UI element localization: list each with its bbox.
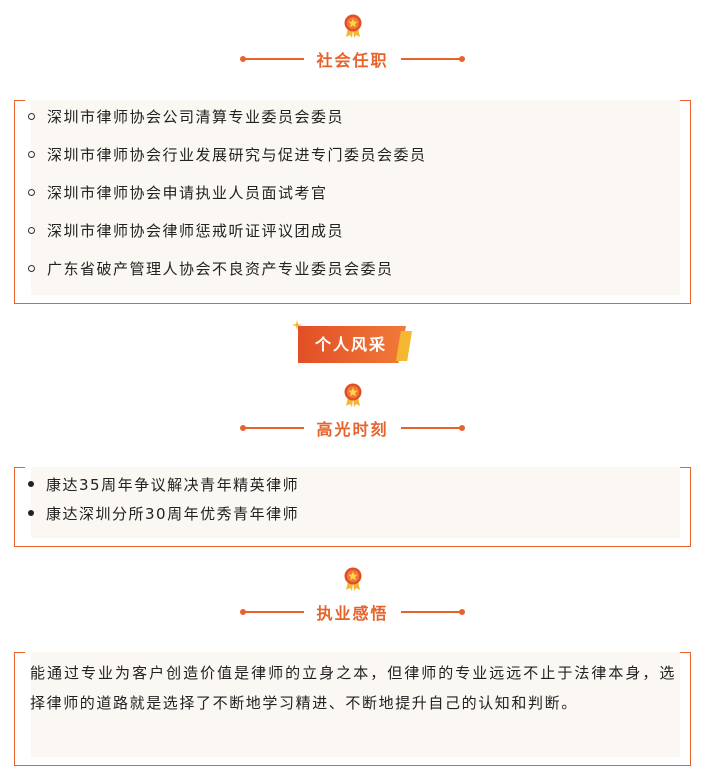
section-title-reflection: 执业感悟 [0,602,705,623]
list-item: 深圳市律师协会公司清算专业委员会委员 [28,106,427,126]
list-item: 康达深圳分所30周年优秀青年律师 [28,503,299,523]
section-title-highlights: 高光时刻 [0,418,705,439]
list-item: 深圳市律师协会律师惩戒听证评议团成员 [28,220,427,240]
personal-style-banner: 个人风采 [298,326,412,363]
box-background [31,100,680,295]
title-line-right [400,425,465,431]
box-background [31,467,680,538]
section-title-social: 社会任职 [0,49,705,70]
bullet-disc-icon [28,481,34,487]
section-title-text: 社会任职 [316,51,389,70]
list-item: 广东省破产管理人协会不良资产专业委员会委员 [28,258,427,278]
box-background [31,652,680,757]
banner-shape [298,326,406,363]
banner-accent [396,331,412,361]
highlights-box [14,467,691,547]
list-item: 康达35周年争议解决青年精英律师 [28,474,299,494]
bullet-circle-icon [28,112,35,120]
medal-icon [344,383,362,407]
social-roles-list: 深圳市律师协会公司清算专业委员会委员 深圳市律师协会行业发展研究与促进专门委员会… [28,106,427,278]
section-title-text: 高光时刻 [316,420,389,439]
list-item: 深圳市律师协会申请执业人员面试考官 [28,182,427,202]
reflection-paragraph: 能通过专业为客户创造价值是律师的立身之本，但律师的专业远远不止于法律本身，选择律… [30,664,676,712]
medal-icon [344,14,362,38]
bullet-disc-icon [28,510,34,516]
social-roles-box [14,100,691,304]
title-line-right [400,609,465,615]
sparkle-icon [292,320,302,330]
banner-label: 个人风采 [314,335,387,354]
title-line-left [240,56,305,62]
bullet-circle-icon [28,264,35,272]
highlights-list: 康达35周年争议解决青年精英律师 康达深圳分所30周年优秀青年律师 [28,474,299,523]
title-line-left [240,425,305,431]
bullet-circle-icon [28,188,35,196]
title-line-right [400,56,465,62]
reflection-box [14,652,691,766]
medal-icon [344,567,362,591]
title-line-left [240,609,305,615]
section-title-text: 执业感悟 [316,604,389,623]
bullet-circle-icon [28,150,35,158]
list-item: 深圳市律师协会行业发展研究与促进专门委员会委员 [28,144,427,164]
bullet-circle-icon [28,226,35,234]
